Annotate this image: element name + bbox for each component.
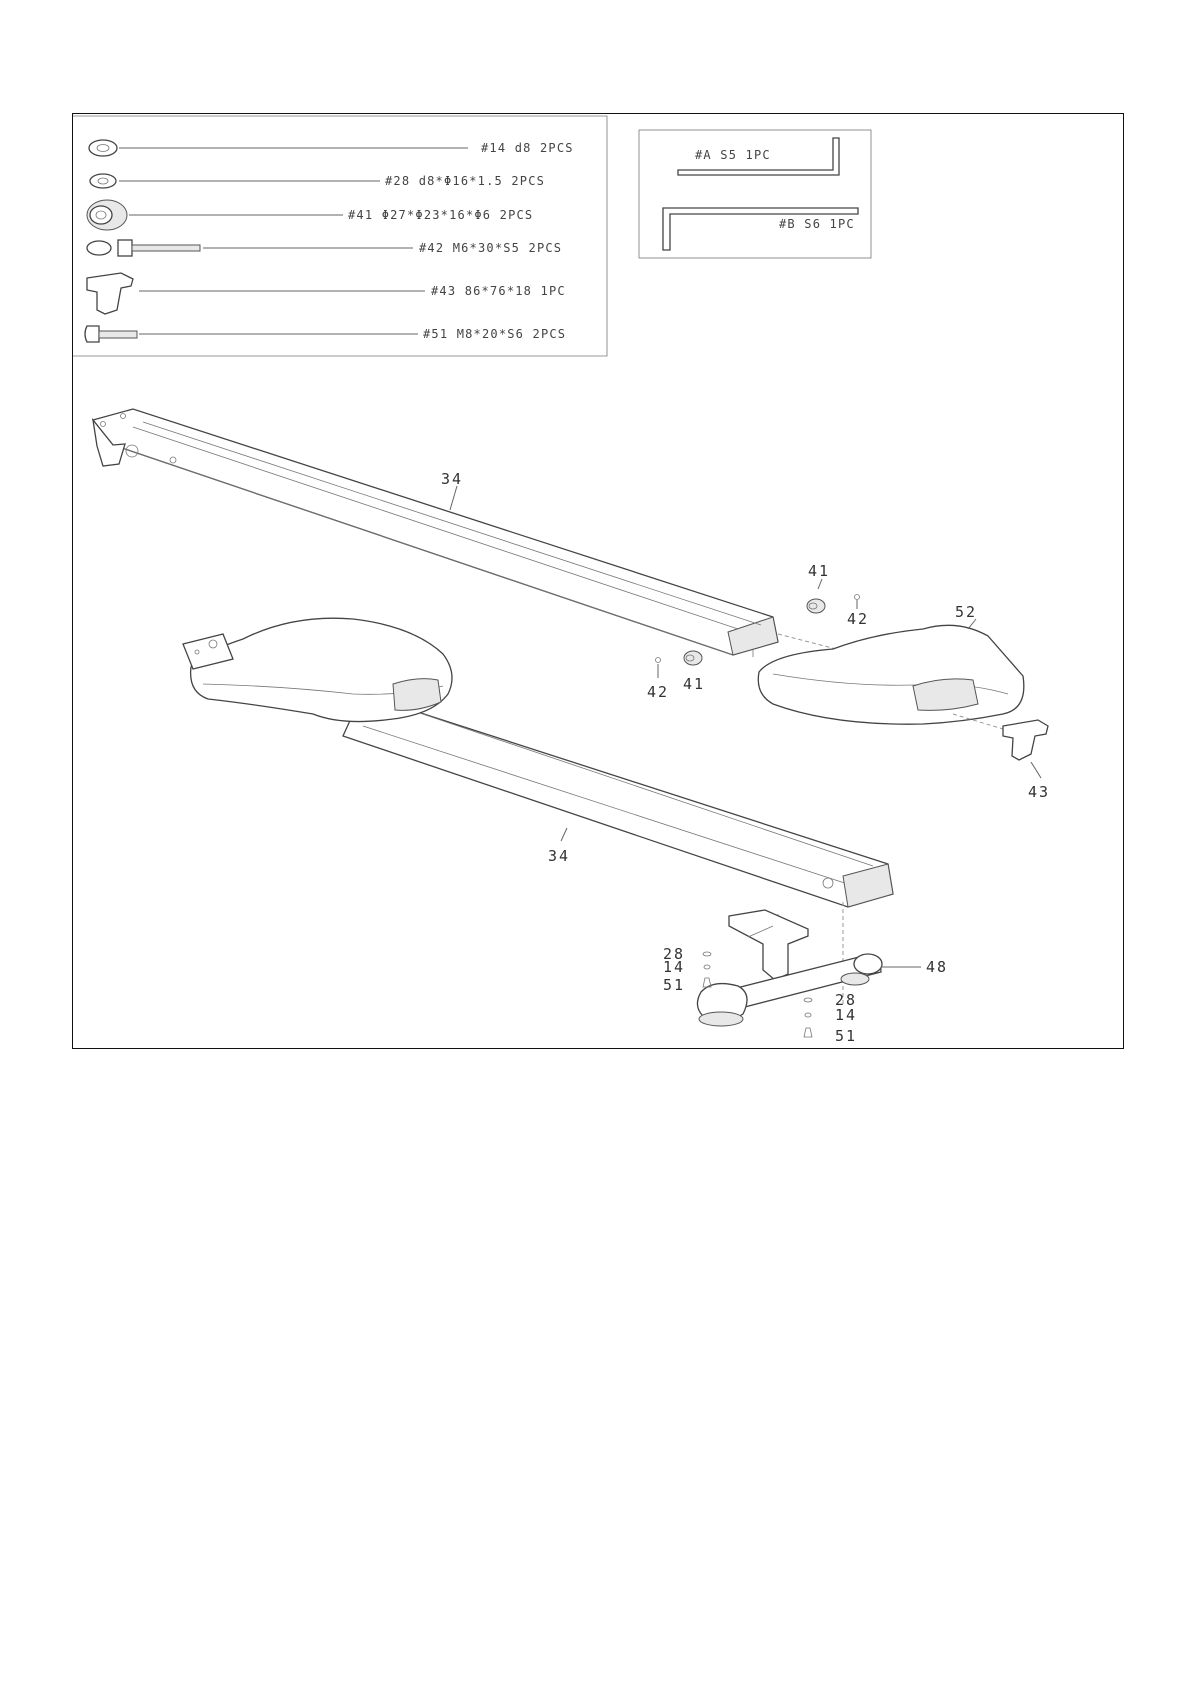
callout-43: 43 [1028,783,1050,801]
flat-washer-icon [90,174,116,188]
tool-item-b: #B S6 1PC [663,208,858,250]
tool-item-a: #A S5 1PC [678,138,839,175]
callout-42-upper: 42 [847,610,869,628]
callout-41-lower: 41 [683,675,705,693]
hardware-item-14: #14 d8 2PCS [89,140,574,156]
callout-34-upper: 34 [441,470,463,488]
hardware-item-51: #51 M8*20*S6 2PCS [85,326,566,342]
callout-41-upper: 41 [808,562,830,580]
hardware-item-43: #43 86*76*18 1PC [87,273,566,314]
callout-14-right: 14 [835,1006,857,1024]
tool-label: #A S5 1PC [695,148,771,162]
hardware-item-41: #41 Φ27*Φ23*16*Φ6 2PCS [87,200,533,230]
callout-51-left: 51 [663,976,685,994]
stopper-43: 43 [953,714,1050,801]
callout-51-right: 51 [835,1027,857,1045]
hardware-item-28: #28 d8*Φ16*1.5 2PCS [90,174,545,188]
upper-rail: 34 [93,409,778,657]
washer-icon [89,140,117,156]
callout-52: 52 [955,603,977,621]
assembly-diagram-frame: #14 d8 2PCS #28 d8*Φ16*1.5 2PCS #41 Φ27*… [72,113,1124,1049]
hardware-label: #42 M6*30*S5 2PCS [419,241,562,255]
tools-box: #A S5 1PC #B S6 1PC [639,130,871,258]
seat-right: 52 [758,603,1024,724]
callout-34-lower: 34 [548,847,570,865]
hardware-list-box: #14 d8 2PCS #28 d8*Φ16*1.5 2PCS #41 Φ27*… [73,116,607,356]
hardware-label: #43 86*76*18 1PC [431,284,566,298]
bolt-head-icon [118,240,132,256]
hardware-item-42: #42 M6*30*S5 2PCS [87,240,562,256]
assembly-diagram: #14 d8 2PCS #28 d8*Φ16*1.5 2PCS #41 Φ27*… [73,114,1125,1050]
tool-label: #B S6 1PC [779,217,855,231]
rear-stabilizer: 48 28 14 51 28 14 51 [663,902,948,1045]
bolt-washer-icon [87,241,111,255]
hardware-label: #14 d8 2PCS [481,141,574,155]
hardware-label: #51 M8*20*S6 2PCS [423,327,566,341]
hardware-label: #41 Φ27*Φ23*16*Φ6 2PCS [348,208,533,222]
hardware-label: #28 d8*Φ16*1.5 2PCS [385,174,545,188]
stopper-icon [87,273,133,314]
bolt-icon [85,326,99,342]
lower-end-cap-group: 42 41 [647,651,705,701]
callout-14-left: 14 [663,958,685,976]
callout-48: 48 [926,958,948,976]
callout-42-lower: 42 [647,683,669,701]
